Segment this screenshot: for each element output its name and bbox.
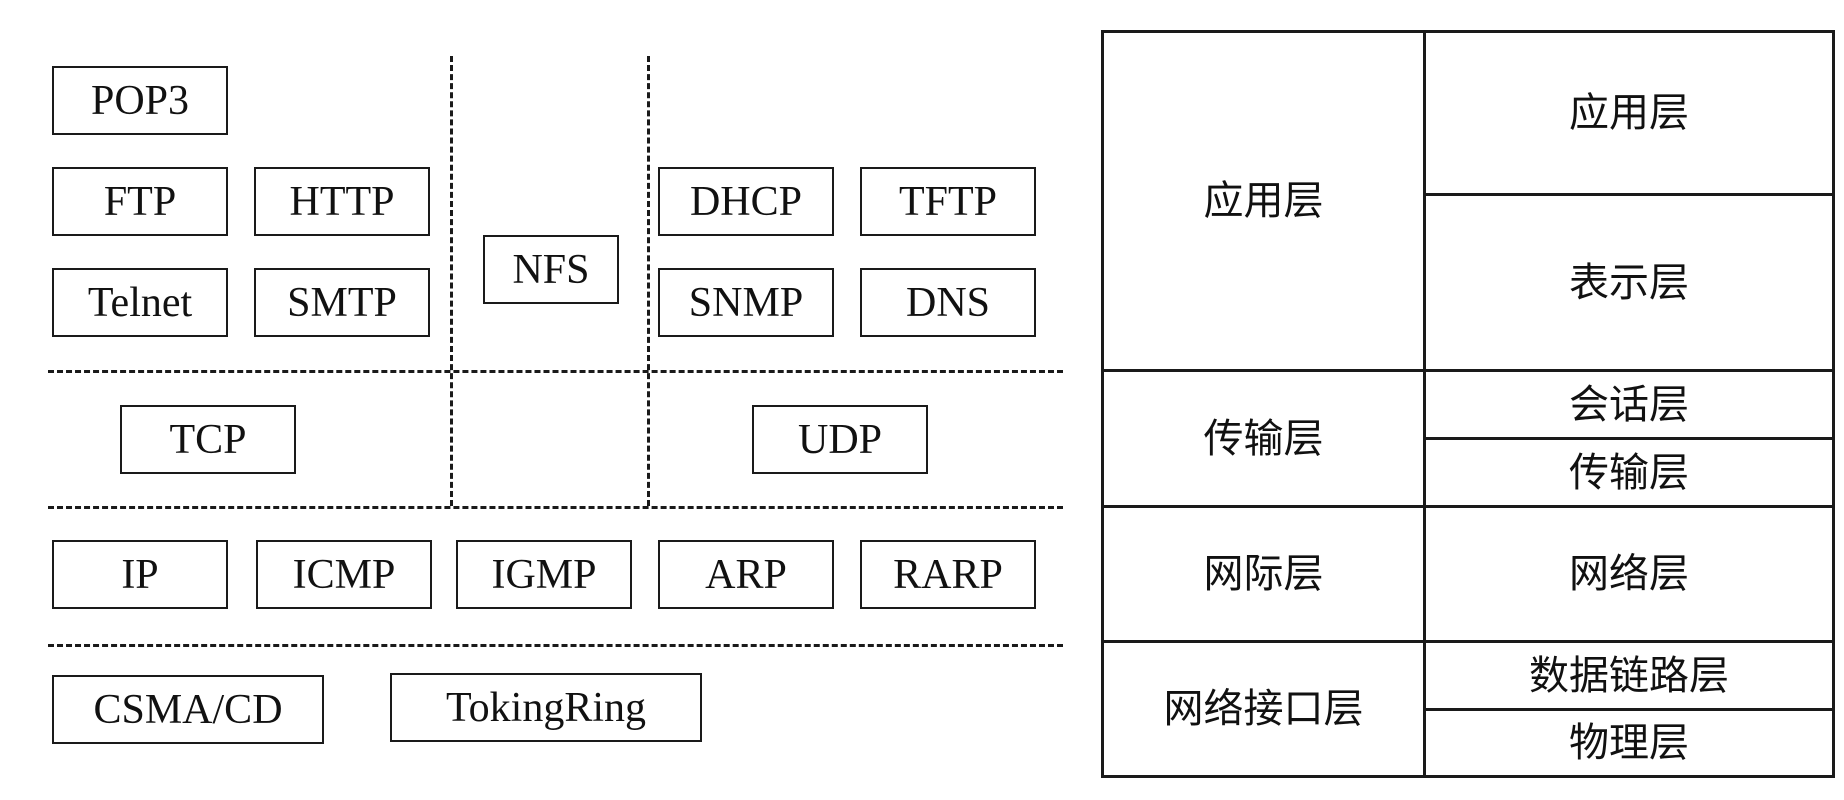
protocol-box-snmp: SNMP — [658, 268, 834, 337]
protocol-box-tcp: TCP — [120, 405, 296, 474]
protocol-box-tftp: TFTP — [860, 167, 1036, 236]
protocol-box-icmp: ICMP — [256, 540, 432, 609]
protocol-box-nfs: NFS — [483, 235, 619, 304]
osi-layer-presentation: 表示层 — [1426, 196, 1832, 372]
protocol-box-ip: IP — [52, 540, 228, 609]
protocol-box-smtp: SMTP — [254, 268, 430, 337]
protocol-box-arp: ARP — [658, 540, 834, 609]
osi-layer-session: 会话层 — [1426, 372, 1832, 440]
osi-layer-physical: 物理层 — [1569, 720, 1689, 766]
tcpip-layer-internet: 网际层 — [1104, 508, 1426, 643]
protocol-box-ftp: FTP — [52, 167, 228, 236]
osi-layer-data-link: 数据链路层 — [1426, 643, 1832, 711]
osi-layer-transport: 传输层 — [1426, 440, 1832, 508]
column-divider-right — [647, 56, 650, 506]
protocol-box-udp: UDP — [752, 405, 928, 474]
protocol-box-rarp: RARP — [860, 540, 1036, 609]
protocol-box-telnet: Telnet — [52, 268, 228, 337]
protocol-box-http: HTTP — [254, 167, 430, 236]
osi-layer-application: 应用层 — [1426, 33, 1832, 196]
layer-comparison-table: 应用层 传输层 网际层 网络接口层 应用层 表示层 会话层 传输层 网络层 数据… — [1101, 30, 1835, 778]
layer-divider-internet-link — [48, 644, 1063, 647]
tcpip-layer-transport: 传输层 — [1104, 372, 1426, 508]
protocol-box-csma-cd: CSMA/CD — [52, 675, 324, 744]
layer-divider-application-transport — [48, 370, 1063, 373]
column-divider-left — [450, 56, 453, 506]
protocol-box-igmp: IGMP — [456, 540, 632, 609]
protocol-box-tokingring: TokingRing — [390, 673, 702, 742]
tcpip-layer-application: 应用层 — [1104, 33, 1426, 372]
osi-layer-network: 网络层 — [1426, 508, 1832, 643]
protocol-box-dhcp: DHCP — [658, 167, 834, 236]
protocol-box-dns: DNS — [860, 268, 1036, 337]
protocol-box-pop3: POP3 — [52, 66, 228, 135]
layer-divider-transport-internet — [48, 506, 1063, 509]
tcpip-layer-network-interface: 网络接口层 — [1104, 643, 1426, 775]
